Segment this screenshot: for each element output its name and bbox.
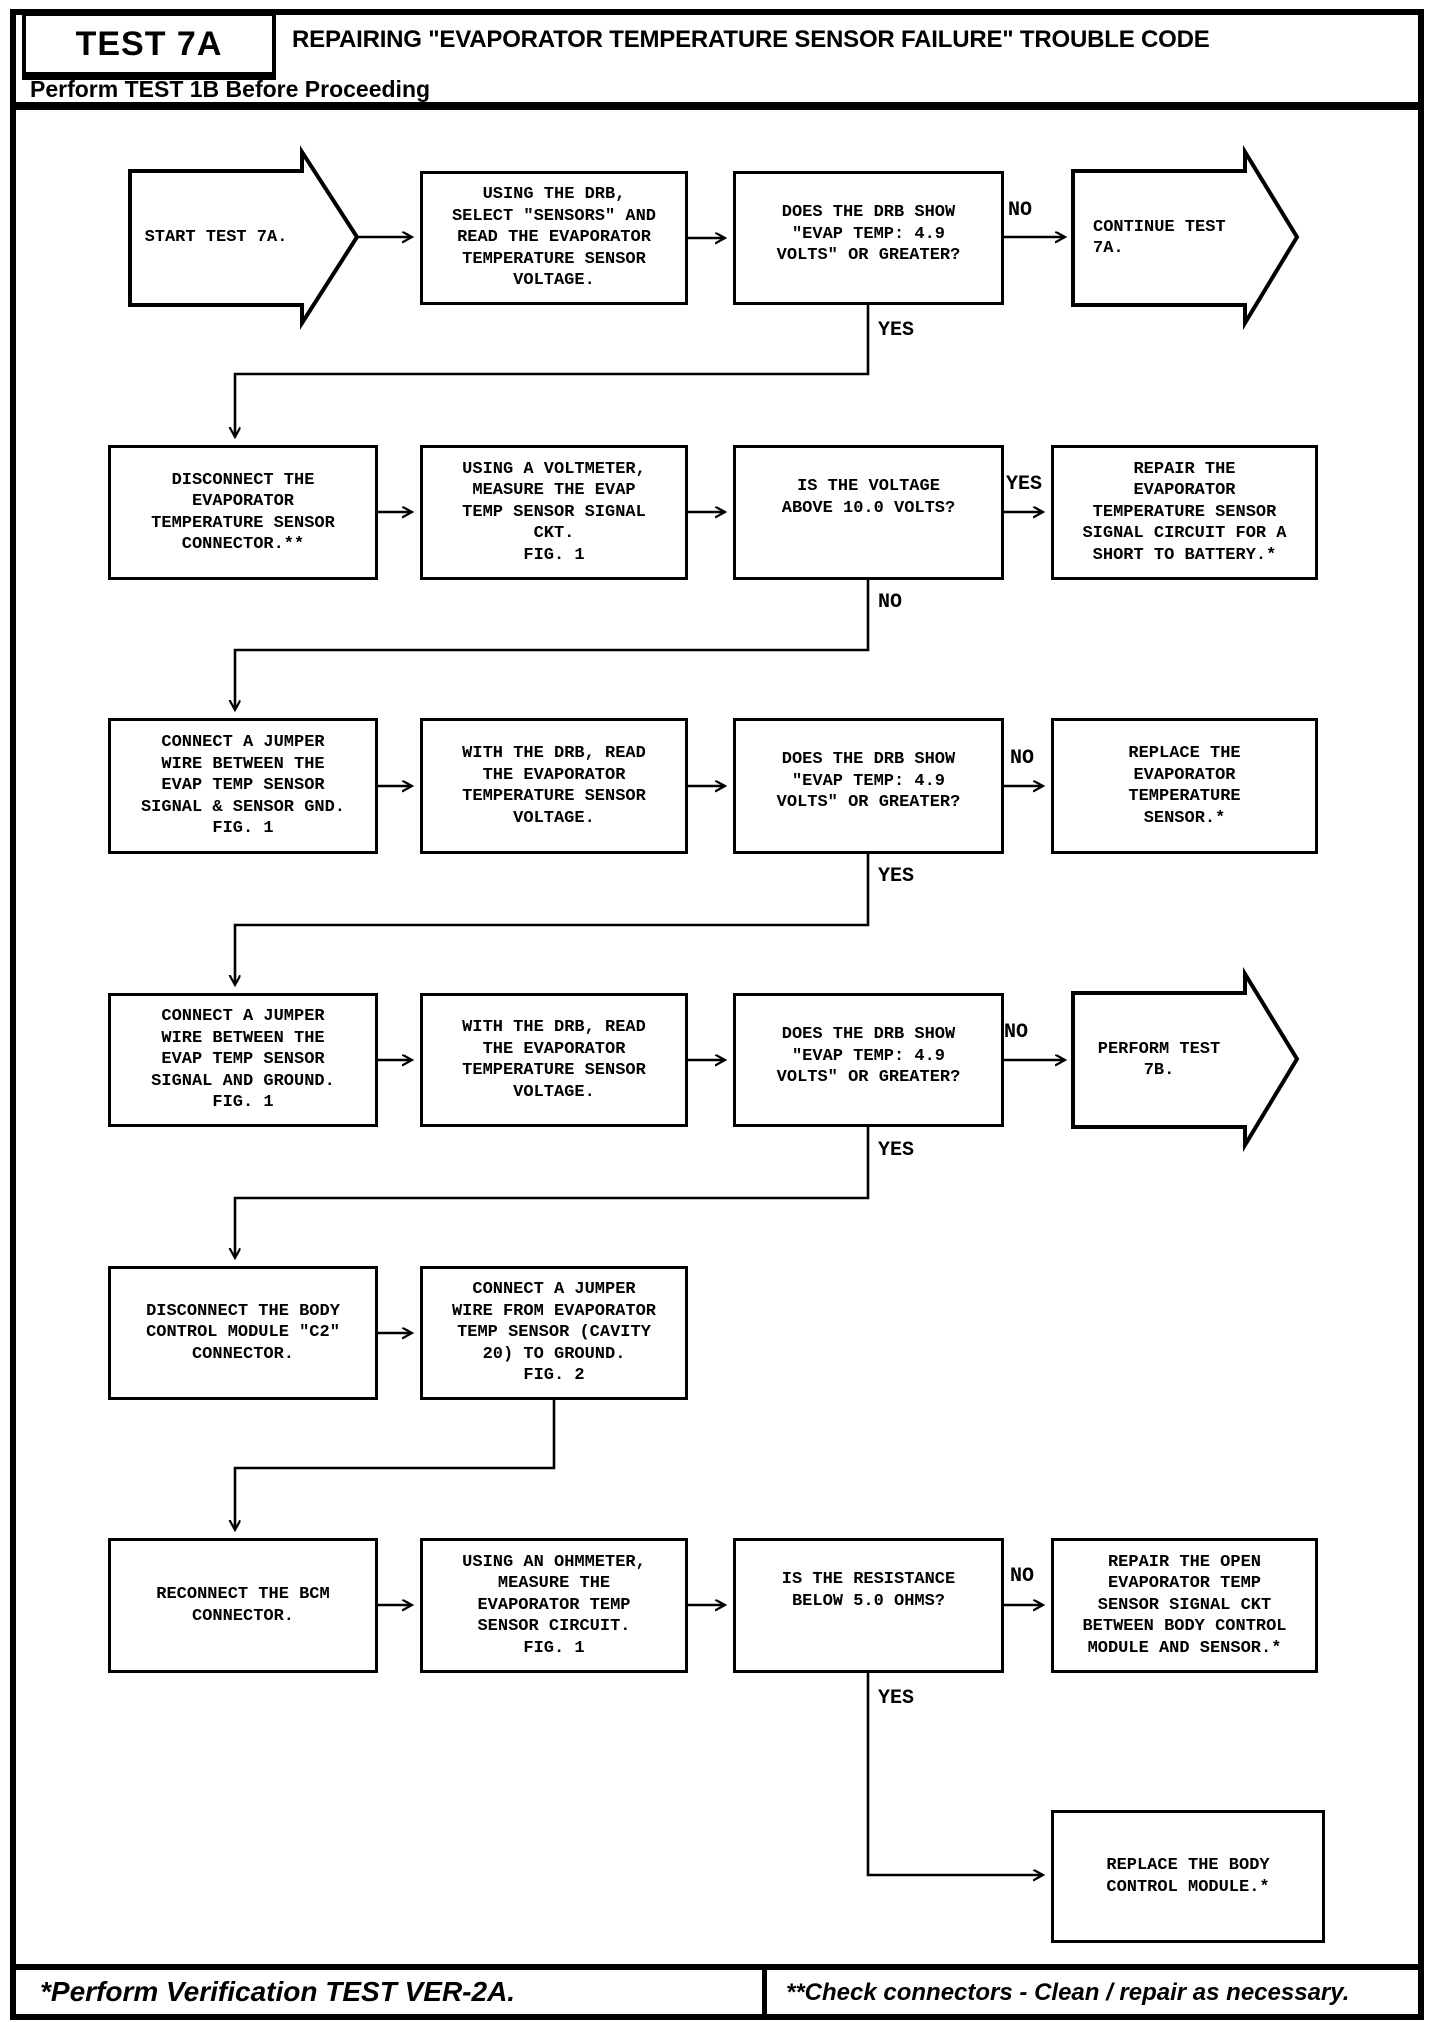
edge-label-no-3: NO <box>1010 747 1035 770</box>
start-node: START TEST 7A. <box>144 228 288 248</box>
edge-label-yes-2: YES <box>1006 473 1043 496</box>
decision-voltage-above-10: IS THE VOLTAGE ABOVE 10.0 VOLTS? <box>733 445 1004 580</box>
test-id-box: TEST 7A <box>22 12 276 80</box>
footer-note-connectors: **Check connectors - Clean / repair as n… <box>786 1979 1350 2006</box>
decision-drb-evap-temp-1: DOES THE DRB SHOW "EVAP TEMP: 4.9 VOLTS"… <box>733 171 1004 305</box>
action-replace-evap-temp-sensor: REPLACE THE EVAPORATOR TEMPERATURE SENSO… <box>1051 718 1318 854</box>
step-drb-read-voltage-3: WITH THE DRB, READ THE EVAPORATOR TEMPER… <box>420 993 688 1127</box>
edge-label-no-4: NO <box>1004 1021 1029 1044</box>
edge-label-yes-1: YES <box>878 319 915 342</box>
action-repair-short-to-battery: REPAIR THE EVAPORATOR TEMPERATURE SENSOR… <box>1051 445 1318 580</box>
edge-label-yes-4: YES <box>878 1139 915 1162</box>
decision-resistance-below-5: IS THE RESISTANCE BELOW 5.0 OHMS? <box>733 1538 1004 1673</box>
perform-test-7b-shape <box>1071 966 1300 1153</box>
page-border <box>10 9 1424 2020</box>
edge-label-yes-5: YES <box>878 1687 915 1710</box>
edge-label-no-2: NO <box>878 591 903 614</box>
step-select-sensors-read-voltage: USING THE DRB, SELECT "SENSORS" AND READ… <box>420 171 688 305</box>
start-node-shape <box>128 145 360 330</box>
terminal-perform-test-7b: PERFORM TEST 7B. <box>1097 1039 1221 1081</box>
footer-note-verification: *Perform Verification TEST VER-2A. <box>40 1976 516 2007</box>
step-drb-read-voltage-2: WITH THE DRB, READ THE EVAPORATOR TEMPER… <box>420 718 688 854</box>
edge-label-yes-3: YES <box>878 865 915 888</box>
test-id-label: TEST 7A <box>75 24 223 63</box>
step-jumper-signal-ground: CONNECT A JUMPER WIRE BETWEEN THE EVAP T… <box>108 993 378 1127</box>
decision-drb-evap-temp-2: DOES THE DRB SHOW "EVAP TEMP: 4.9 VOLTS"… <box>733 718 1004 854</box>
step-jumper-cavity-20-ground: CONNECT A JUMPER WIRE FROM EVAPORATOR TE… <box>420 1266 688 1400</box>
step-disconnect-bcm-c2-connector: DISCONNECT THE BODY CONTROL MODULE "C2" … <box>108 1266 378 1400</box>
terminal-continue-test-7a: CONTINUE TEST 7A. <box>1093 217 1226 259</box>
step-voltmeter-measure-signal-ckt: USING A VOLTMETER, MEASURE THE EVAP TEMP… <box>420 445 688 580</box>
edge-label-no-5: NO <box>1010 1565 1035 1588</box>
step-disconnect-evap-temp-sensor-connector: DISCONNECT THE EVAPORATOR TEMPERATURE SE… <box>108 445 378 580</box>
header-rule <box>16 102 1418 110</box>
page-subtitle: Perform TEST 1B Before Proceeding <box>30 76 431 102</box>
page-title: REPAIRING "EVAPORATOR TEMPERATURE SENSOR… <box>292 26 1210 53</box>
footer-divider <box>762 1970 767 2014</box>
action-replace-body-control-module: REPLACE THE BODY CONTROL MODULE.* <box>1051 1810 1325 1943</box>
action-repair-open-signal-ckt: REPAIR THE OPEN EVAPORATOR TEMP SENSOR S… <box>1051 1538 1318 1673</box>
edge-label-no-1: NO <box>1008 199 1033 222</box>
footer-rule <box>16 1964 1418 1970</box>
step-ohmmeter-measure-circuit: USING AN OHMMETER, MEASURE THE EVAPORATO… <box>420 1538 688 1673</box>
decision-drb-evap-temp-3: DOES THE DRB SHOW "EVAP TEMP: 4.9 VOLTS"… <box>733 993 1004 1127</box>
step-reconnect-bcm-connector: RECONNECT THE BCM CONNECTOR. <box>108 1538 378 1673</box>
step-jumper-signal-sensor-gnd: CONNECT A JUMPER WIRE BETWEEN THE EVAP T… <box>108 718 378 854</box>
continue-test-7a-shape <box>1071 144 1300 331</box>
